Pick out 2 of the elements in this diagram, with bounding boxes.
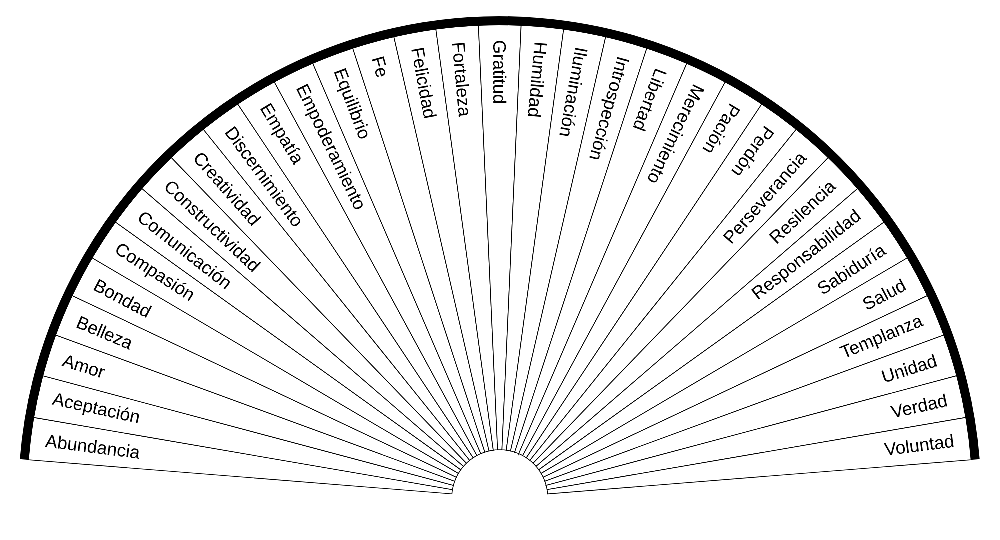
sector: Voluntad [546, 417, 972, 495]
sector: Gratitud [478, 24, 522, 450]
